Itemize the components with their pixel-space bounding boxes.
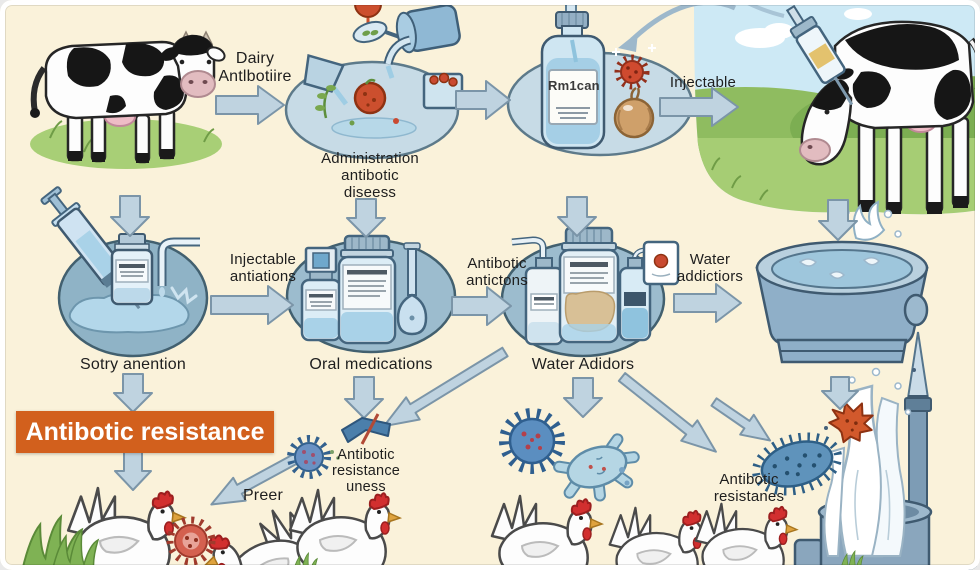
injection-oval-caption: Sotry anention: [80, 356, 186, 373]
arrow-diagonal-to-ribbon: [382, 346, 509, 428]
antibotic-antictons-label: Antibotic antictons: [466, 255, 528, 289]
pink-virus-icon: [166, 516, 216, 566]
preer-label: Preer: [242, 487, 284, 504]
water-trough: [755, 200, 929, 364]
dairy-cow-illustration: [30, 30, 226, 169]
arrow-water-to-trough: [673, 283, 742, 323]
oral-medications-oval: [285, 234, 457, 354]
resistance-uness-label: Antibotic resistance uness: [331, 447, 401, 496]
arrow-down-water: [563, 377, 603, 418]
water-adidors-caption: Water Adidors: [531, 356, 635, 373]
arrow-injection-to-oral: [210, 285, 294, 325]
grazing-cow-illustration: [799, 20, 980, 214]
antibotic-resistanes-label: Antibotic resistanes: [713, 471, 785, 505]
banner-text: Antibotic resistance: [25, 417, 265, 446]
arrow-down-cow: [110, 195, 150, 237]
water-addictiors-label: Water addictiors: [676, 251, 744, 285]
arrow-down-injection: [113, 373, 153, 413]
pasture-scene: [694, 0, 980, 215]
contaminant-creature: [828, 401, 874, 444]
arrow-down-trough: [821, 376, 859, 410]
microbes: [287, 408, 843, 502]
blue-virus-icon: [287, 435, 331, 479]
water-pump: [793, 331, 933, 570]
administration-caption: Administration antibotic diseess: [321, 150, 419, 201]
mixing-oval: [284, 0, 464, 160]
chicken-flock: [21, 486, 864, 570]
flow-arrows: [110, 0, 859, 506]
arrow-down-grazing: [818, 199, 858, 241]
dairy-antibiotic-label: Dairy Antlbotiire: [218, 50, 292, 85]
injection-oval: [40, 186, 209, 358]
arrow-down-oral: [344, 376, 384, 419]
chicken: [694, 502, 799, 570]
chicken: [490, 494, 604, 570]
oral-medications-caption: Oral medications: [309, 356, 433, 373]
arrow-mixing-to-bottle: [455, 80, 511, 120]
injectable-label: Injectable: [669, 74, 737, 91]
amoeba-icon: [553, 433, 640, 502]
onion-illustration: [613, 86, 655, 139]
arrow-oral-to-water: [451, 286, 512, 326]
bottom-edge-strip: [96, 566, 980, 570]
big-blue-virus-icon: [499, 408, 565, 474]
red-virus-icon: [614, 54, 650, 90]
arrow-diagonal-to-bacteria-1: [617, 372, 717, 453]
injectable-antiations-label: Injectable antiations: [229, 251, 297, 285]
arrow-cow-to-mixing: [215, 85, 285, 125]
resistance-ribbon-icon: [330, 413, 391, 460]
arrow-down-bottle: [557, 196, 597, 237]
arrow-down-mixing: [346, 198, 386, 238]
bottle-oval: [506, 0, 694, 157]
arrow-diagonal-to-bacteria-2: [710, 397, 772, 442]
arrow-injectable: [659, 87, 739, 127]
medicine-bottle-label: Rm1can: [548, 78, 600, 93]
water-additives-oval: [500, 226, 680, 358]
arrow-down-banner: [114, 451, 152, 491]
antibiotic-resistance-banner: Antibotic resistance: [16, 411, 274, 453]
